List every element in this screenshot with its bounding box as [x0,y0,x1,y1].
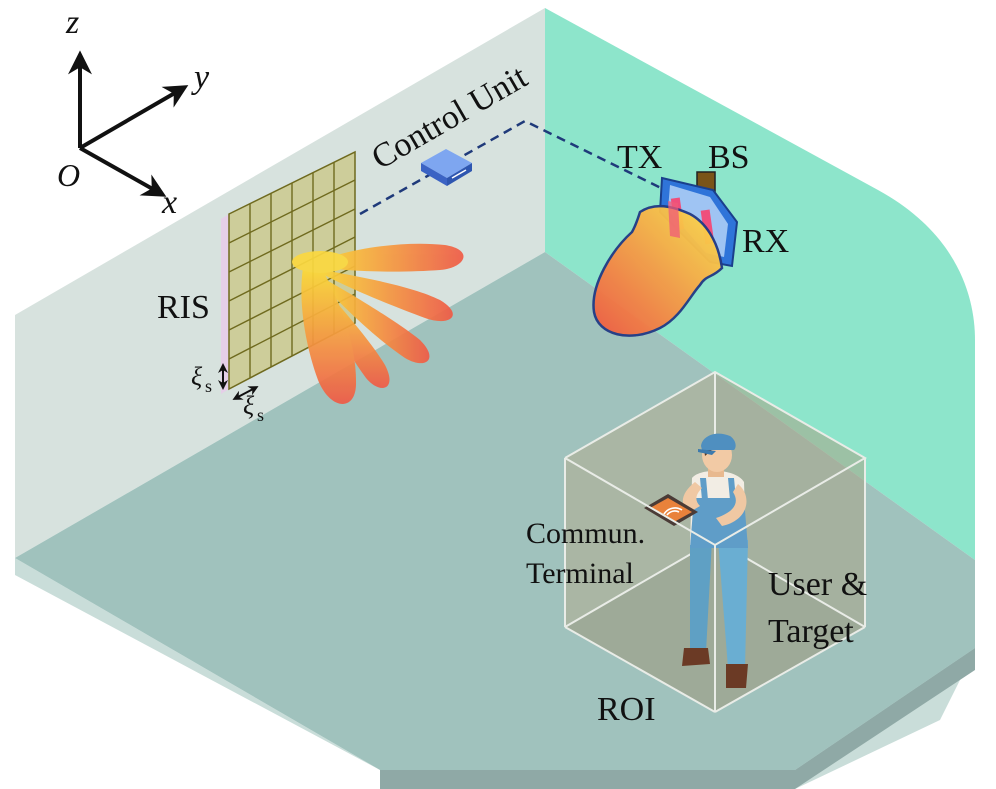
person-strap-right [728,478,736,500]
x-axis-label: x [161,184,177,221]
ris-lobe-up [310,243,464,272]
commun-terminal-label-line2: Terminal [526,557,634,590]
xi-horizontal-arrow [232,386,259,400]
user-target-label-line2: Target [768,613,854,650]
person-right-arm [716,484,747,526]
ris-label: RIS [157,289,210,326]
user-target-label-line1: User & [768,566,867,603]
control-unit-device [421,149,472,186]
origin-label: O [57,157,80,193]
room [15,8,975,789]
person-tablet-screen [650,498,692,522]
ris-beam-pattern [292,243,464,404]
control-link-line [359,119,666,216]
y-axis [78,85,189,150]
floor-slab-side [380,648,975,789]
wifi-icon [663,507,683,516]
person-right-shoe [726,664,748,688]
right-wall [545,8,975,560]
ris-lobe-main [301,262,357,404]
ris-panel-edge [221,214,229,394]
roi-label: ROI [597,691,656,728]
person-right-leg [718,540,748,668]
person-cap [701,433,736,450]
ris-lobe-upper [312,268,453,322]
ris-lobe-middle [312,272,430,364]
roi-front-edges [564,370,868,713]
person-cap-brim [698,449,716,455]
bs-label: BS [708,139,750,176]
floor-slab-edge [15,558,975,789]
roi-back-right-face [715,372,865,627]
xi-horizontal-symbol: ξ [243,391,255,420]
xi-horizontal-subscript: s [257,405,264,425]
person-left-arm [682,482,702,512]
z-axis-label: z [65,4,79,41]
roi-back-left-face [565,372,715,627]
commun-terminal-label-line1: Commun. [526,517,645,550]
base-station [592,171,739,337]
ris-lobe-base [292,251,348,273]
person-left-shoe [682,648,710,666]
tx-label: TX [617,139,662,176]
coordinate-axes: z y x O [57,4,210,221]
x-axis [79,146,167,197]
xi-vertical-symbol: ξ [191,362,203,391]
person-left-leg [690,540,712,652]
xi-vertical-subscript: s [205,376,212,396]
y-axis-label: y [191,59,210,96]
rx-label: RX [742,223,789,260]
person-strap-left [700,478,708,500]
person-user [644,433,748,688]
bs-beam [592,204,724,337]
bs-tx-overlay [668,201,680,238]
